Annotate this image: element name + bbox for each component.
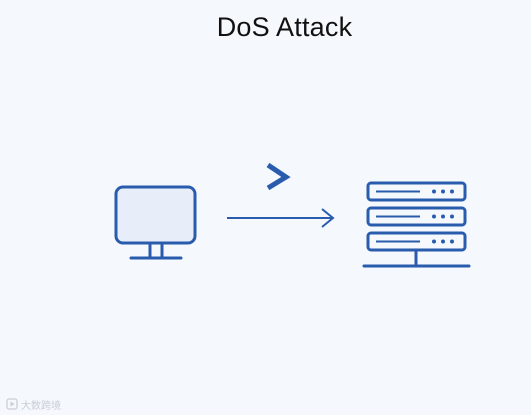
chevron-right-icon bbox=[266, 162, 291, 191]
server-unit bbox=[366, 231, 467, 252]
monitor-icon bbox=[114, 185, 197, 260]
server-unit bbox=[366, 206, 467, 227]
watermark: 大数跨境 bbox=[6, 397, 61, 412]
server-rack-icon bbox=[362, 181, 471, 268]
page-title: DoS Attack bbox=[216, 12, 353, 42]
play-logo-icon bbox=[6, 398, 18, 410]
server-unit bbox=[366, 181, 467, 202]
watermark-text: 大数跨境 bbox=[21, 400, 61, 412]
arrow-right-icon bbox=[227, 208, 335, 228]
